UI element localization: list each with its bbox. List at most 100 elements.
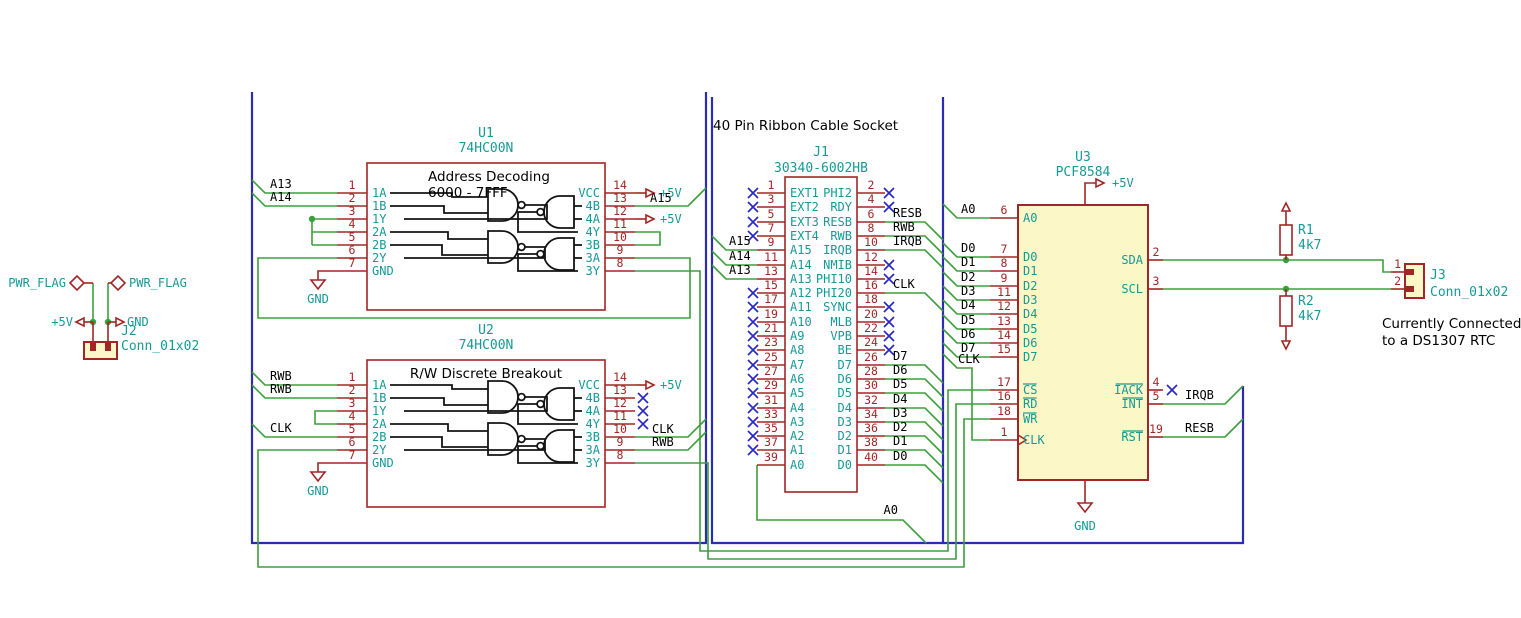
- wire-u3-left[interactable]: [942, 328, 990, 344]
- wire-rwb2[interactable]: [251, 384, 337, 399]
- wire-addr[interactable]: [711, 250, 757, 266]
- wire-u3-left[interactable]: [942, 342, 990, 358]
- U3-body[interactable]: [1017, 204, 1149, 481]
- wire-u3-left[interactable]: [942, 242, 990, 258]
- J2-body[interactable]: [83, 341, 118, 360]
- inverter-bubble-icon: [536, 399, 545, 409]
- u1-value[interactable]: 74HC00N: [459, 141, 514, 156]
- wire-net[interactable]: [885, 464, 944, 484]
- wire-u3-left[interactable]: [942, 285, 990, 301]
- u3-ref[interactable]: U3: [1075, 150, 1091, 165]
- wire-rwb-out[interactable]: [635, 431, 707, 451]
- wire-rwb1[interactable]: [251, 371, 337, 386]
- wire-clk-in[interactable]: [251, 423, 337, 438]
- wire-net[interactable]: [885, 435, 944, 455]
- J1-body[interactable]: [784, 176, 858, 493]
- net-label: D1: [893, 434, 907, 448]
- pin-number: 17: [764, 292, 778, 306]
- wire-addr[interactable]: [711, 264, 757, 280]
- R1-body[interactable]: [1279, 224, 1293, 256]
- u2-ref[interactable]: U2: [478, 323, 494, 338]
- pin-number: 13: [613, 383, 627, 397]
- power-arrow-icon: [74, 316, 85, 328]
- j2-ref[interactable]: J2: [121, 324, 137, 339]
- net-label: D4: [893, 392, 907, 406]
- j1-value[interactable]: 30340-6002HB: [774, 161, 868, 176]
- pin-number: 3: [349, 204, 356, 218]
- wire-a15[interactable]: [635, 187, 707, 207]
- pin-number: 35: [764, 421, 778, 435]
- wire-wr[interactable]: [257, 418, 990, 568]
- r1-ref[interactable]: R1: [1298, 223, 1314, 238]
- wire-net[interactable]: [885, 449, 944, 469]
- wire-net[interactable]: [885, 235, 944, 255]
- u2-value[interactable]: 74HC00N: [459, 338, 514, 353]
- wire-net[interactable]: [885, 421, 944, 441]
- pin-number: 29: [764, 378, 778, 392]
- net-label: RWB: [893, 220, 915, 234]
- pin-number: 19: [1149, 422, 1163, 436]
- net-label: D2: [893, 420, 907, 434]
- pin-name: VPB: [830, 329, 852, 343]
- R2-body[interactable]: [1279, 295, 1293, 327]
- wire-4y-3b[interactable]: [635, 231, 661, 246]
- wire-u3-right[interactable]: [1163, 385, 1244, 405]
- j3-ref[interactable]: J3: [1430, 268, 1446, 283]
- wire-net[interactable]: [885, 378, 944, 398]
- wire-net[interactable]: [885, 392, 944, 412]
- pwr-flag-icon[interactable]: [109, 274, 127, 292]
- pin-number: 13: [997, 314, 1011, 328]
- wire-sda[interactable]: [1163, 259, 1391, 273]
- wire-u3-clk[interactable]: [942, 353, 990, 441]
- j1-ref[interactable]: J1: [813, 145, 829, 160]
- group-components[interactable]: [68, 162, 1425, 514]
- no-connect-icon: [747, 230, 759, 242]
- u1-ref[interactable]: U1: [478, 126, 494, 141]
- wire-net[interactable]: [885, 249, 944, 269]
- wire-a0[interactable]: [756, 465, 927, 544]
- pin-number: 20: [864, 307, 878, 321]
- wire-clk-out[interactable]: [635, 418, 707, 438]
- r2-ref[interactable]: R2: [1298, 294, 1314, 309]
- wire-a13[interactable]: [251, 179, 337, 194]
- gate-shape: [390, 205, 488, 214]
- wire-net[interactable]: [885, 292, 944, 312]
- pin-number: 14: [997, 328, 1011, 342]
- r2-value[interactable]: 4k7: [1298, 309, 1321, 324]
- pwr-flag-icon[interactable]: [68, 274, 86, 292]
- wire-2y-3a[interactable]: [257, 257, 691, 319]
- j3-value[interactable]: Conn_01x02: [1430, 285, 1508, 300]
- wire-cs[interactable]: [635, 270, 990, 552]
- j2-value[interactable]: Conn_01x02: [121, 339, 199, 354]
- pin-number: 8: [1001, 256, 1008, 270]
- wire-net[interactable]: [885, 407, 944, 427]
- pin-name: PHI20: [816, 286, 852, 300]
- wire-net[interactable]: [885, 221, 944, 241]
- pin-name: D7: [1023, 350, 1037, 364]
- u3-value[interactable]: PCF8584: [1056, 165, 1111, 180]
- pin-name: NMIB: [823, 258, 852, 272]
- pin-name: 4A: [586, 404, 601, 418]
- wire-u3-left[interactable]: [942, 314, 990, 330]
- pin-number: 4: [349, 217, 356, 231]
- U1-body[interactable]: [366, 162, 606, 311]
- r1-value[interactable]: 4k7: [1298, 238, 1321, 253]
- wire-1y-junction[interactable]: [311, 218, 337, 246]
- wire-net[interactable]: [885, 364, 944, 384]
- wire-u3-left[interactable]: [942, 256, 990, 272]
- wire-a14[interactable]: [251, 192, 337, 207]
- U2-body[interactable]: [366, 359, 606, 508]
- gate-shape: [404, 246, 546, 259]
- wire-addr[interactable]: [711, 235, 757, 251]
- wire-u3-left[interactable]: [942, 203, 990, 219]
- wire-u3-left[interactable]: [942, 299, 990, 315]
- wire-u3-right[interactable]: [1163, 418, 1244, 438]
- group-wires[interactable]: [89, 179, 1391, 568]
- pin-name: VCC: [578, 378, 600, 392]
- wire-u3-left[interactable]: [942, 271, 990, 287]
- wire-rd[interactable]: [635, 403, 990, 560]
- no-connect-icon: [883, 301, 895, 313]
- wire-1y-2a[interactable]: [314, 410, 337, 425]
